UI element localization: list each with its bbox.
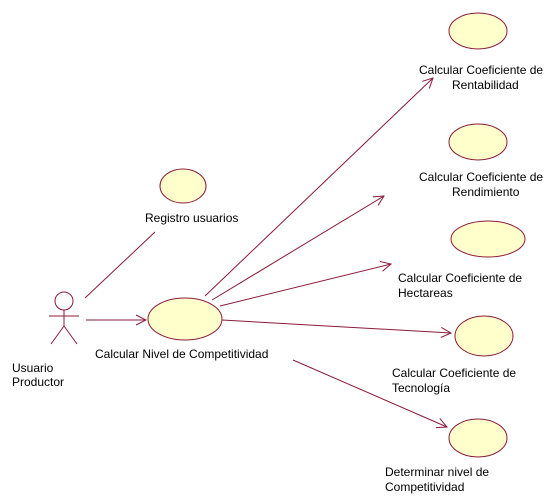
include-tecnologia[interactable] (221, 319, 451, 333)
use-case-rentabilidad[interactable] (448, 12, 508, 50)
use-case-tecnologia-label-1: Calcular Coeficiente de (392, 366, 516, 380)
use-case-rendimiento-label-2: Rendimiento (452, 185, 520, 199)
include-rendimiento[interactable] (211, 196, 384, 301)
use-case-determinar-label-1: Determinar nivel de (385, 465, 489, 479)
use-case-hectareas-label-1: Calcular Coeficiente de (398, 271, 522, 285)
include-determinar[interactable] (292, 359, 447, 427)
include-rentabilidad[interactable] (204, 78, 433, 297)
use-case-tecnologia[interactable] (454, 315, 514, 357)
use-case-hectareas-label-2: Hectareas (398, 286, 453, 300)
actor-right-leg (63, 325, 78, 345)
actor-head (54, 291, 74, 311)
use-case-tecnologia-label-2: Tecnología (392, 381, 450, 395)
use-case-rentabilidad-label-1: Calcular Coeficiente de (419, 63, 543, 77)
actor-left-leg (50, 325, 65, 345)
actor-name-line2: Productor (12, 375, 64, 389)
use-case-determinar-label-2: Competitividad (385, 480, 464, 494)
use-case-registro-usuarios[interactable] (159, 168, 207, 204)
use-case-calcular-nivel[interactable] (147, 297, 223, 341)
use-case-rendimiento-label-1: Calcular Coeficiente de (419, 170, 543, 184)
use-case-determinar-nivel[interactable] (448, 418, 508, 458)
actor-name-line1: Usuario (12, 361, 54, 375)
assoc-actor-registro[interactable] (84, 231, 156, 299)
use-case-rendimiento[interactable] (448, 123, 508, 161)
use-case-registro-label: Registro usuarios (145, 211, 238, 225)
include-hectareas[interactable] (219, 264, 391, 307)
use-case-nivel-label: Calcular Nivel de Competitividad (95, 347, 268, 361)
actor-usuario-productor[interactable] (49, 291, 79, 345)
use-case-rentabilidad-label-2: Rentabilidad (452, 78, 519, 92)
use-case-hectareas[interactable] (450, 220, 526, 258)
